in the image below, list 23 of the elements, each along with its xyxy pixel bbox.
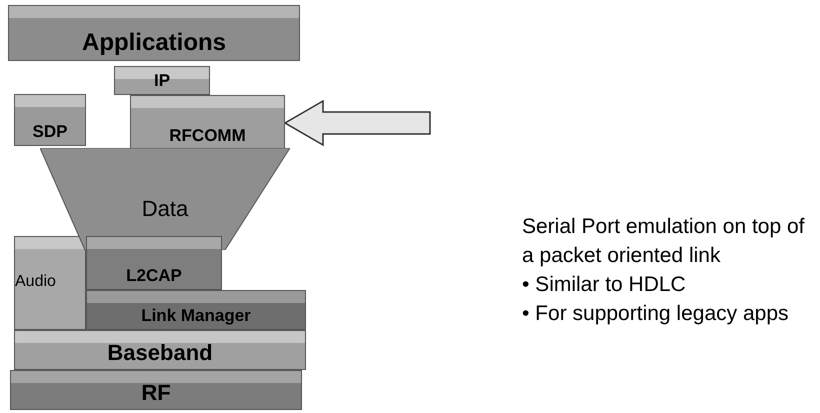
layer-label: Audio	[15, 272, 56, 292]
layer-block	[86, 290, 306, 330]
layer-label: SDP	[32, 122, 68, 143]
layer-block	[8, 5, 300, 61]
layer-label: IP	[154, 71, 170, 92]
layer-block	[10, 370, 302, 410]
description-text: Serial Port emulation on top of a packet oriented link	[522, 214, 806, 269]
layer-label: Applications	[82, 29, 226, 58]
layer-block	[14, 94, 86, 146]
layer-label: Data	[142, 196, 188, 222]
layer-block	[14, 330, 306, 370]
layer-label: Baseband	[107, 340, 213, 367]
layer-label: RFCOMM	[169, 126, 246, 147]
bullet-item: • Similar to HDLC	[522, 272, 687, 298]
layer-label: L2CAP	[126, 266, 182, 287]
layer-block	[114, 66, 210, 95]
layer-block	[130, 95, 285, 150]
layer-label: Link Manager	[141, 306, 251, 327]
layer-block	[14, 236, 86, 330]
layer-block	[86, 236, 222, 290]
block-arrow	[284, 100, 431, 146]
bullet-item: • For supporting legacy apps	[522, 301, 790, 327]
layer-label: RF	[141, 380, 171, 407]
